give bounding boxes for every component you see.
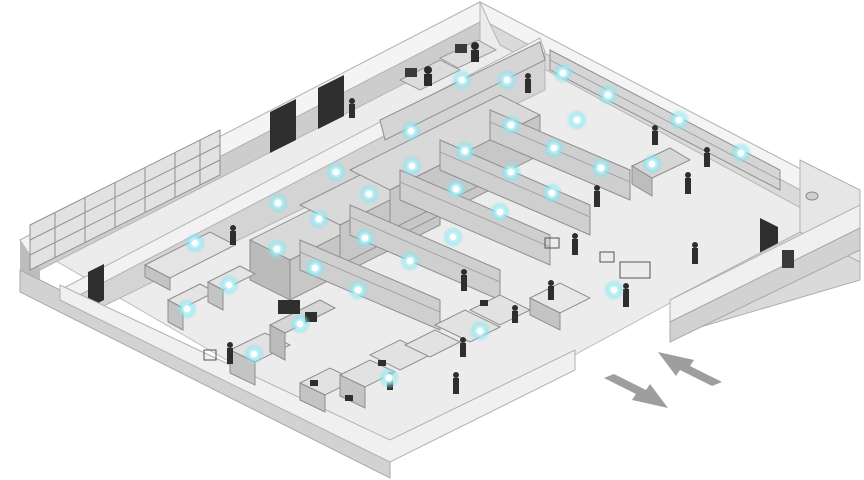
checkout-counters [228,282,592,413]
sensor-core-13 [408,162,416,170]
shopping-carts [203,237,651,361]
storage-racks [29,129,221,271]
sensor-core-20 [365,190,373,198]
sensor-core-27 [354,286,362,294]
sensor-core-21 [332,168,340,176]
sensor-core-24 [311,264,319,272]
sensor-core-35 [610,286,618,294]
sensor-core-34 [476,327,484,335]
arrow-in-icon [658,352,722,386]
sensor-core-15 [507,168,515,176]
sensor-core-32 [250,350,258,358]
arrow-out-icon [604,374,668,408]
front-wall-right [669,204,861,343]
sensor-core-11 [675,116,683,124]
sensor-core-29 [225,281,233,289]
sensor-core-8 [573,116,581,124]
sensor-core-16 [548,189,556,197]
sensor-core-4 [407,127,415,135]
sensor-core-25 [274,199,282,207]
sensor-core-0 [503,76,511,84]
sensor-core-31 [296,320,304,328]
sensor-core-33 [385,374,393,382]
sensor-core-30 [183,305,191,313]
sensor-core-28 [191,239,199,247]
sensor-core-14 [452,185,460,193]
sensor-core-26 [273,245,281,253]
front-wall-left [19,269,576,479]
screens [278,300,488,401]
sensor-core-7 [550,144,558,152]
sensor-core-17 [496,208,504,216]
restroom-fixtures [782,191,819,268]
sensor-core-22 [315,215,323,223]
sensor-core-2 [604,91,612,99]
sensor-core-6 [507,121,515,129]
sensor-core-19 [406,257,414,265]
sensor-core-1 [559,69,567,77]
sensor-core-23 [361,234,369,242]
sensor-glow-icon [176,62,752,389]
shelf-detail-lines [299,59,781,313]
sensor-core-3 [458,76,466,84]
sensor-core-9 [597,164,605,172]
left-door [88,264,104,308]
sensor-core-10 [648,160,656,168]
sensor-core-12 [737,149,745,157]
sensor-core-5 [461,147,469,155]
sensor-core-18 [449,233,457,241]
